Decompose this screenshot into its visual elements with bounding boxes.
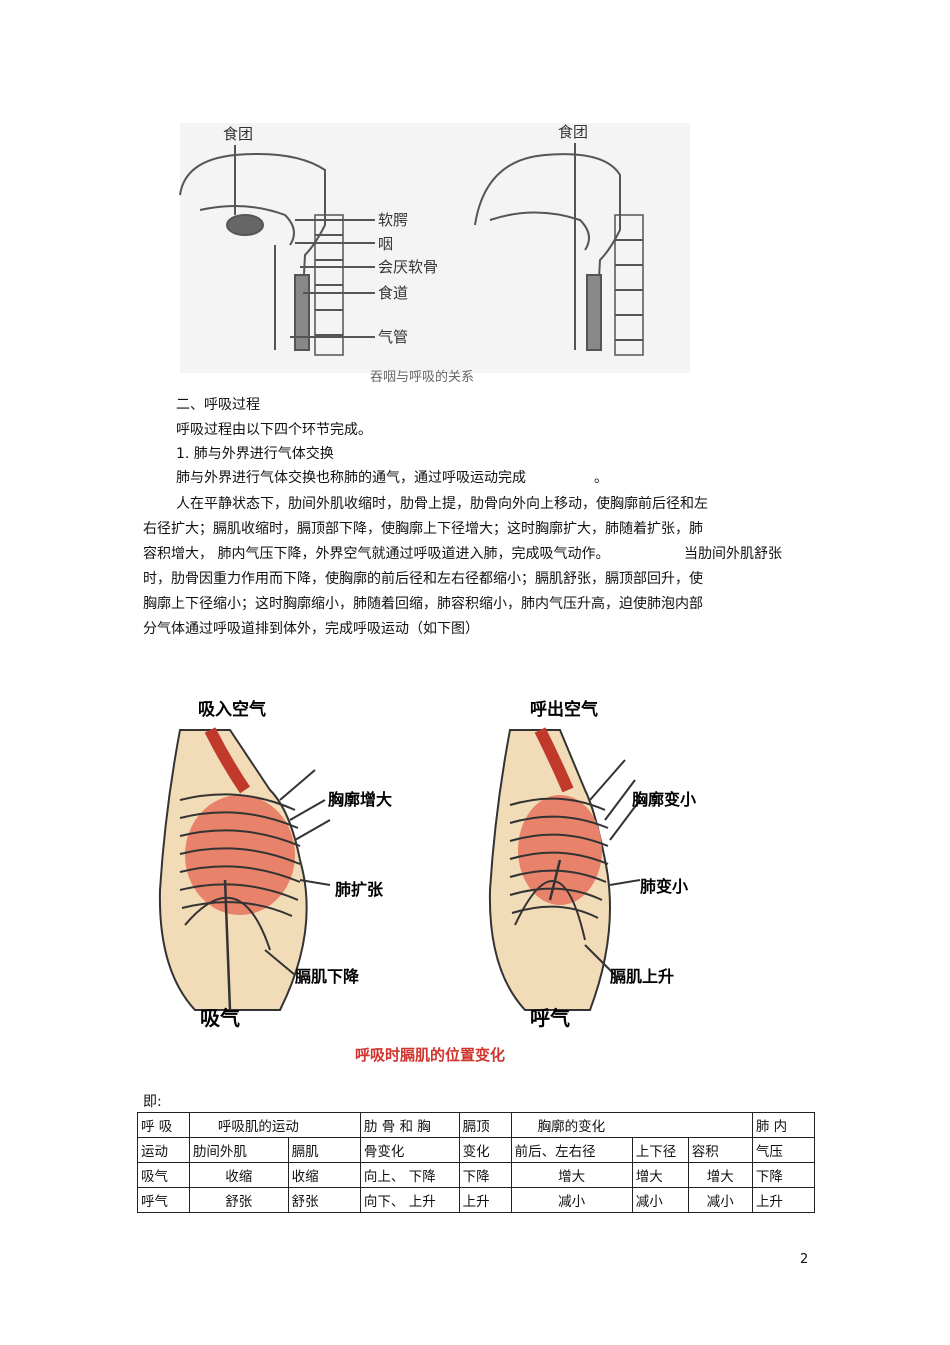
table-cell: 收缩	[287, 1162, 361, 1188]
inhale-chest-label: 胸廓增大	[328, 790, 392, 809]
exhale-top-label: 呼出空气	[530, 699, 598, 720]
intro-text: 呼吸过程由以下四个环节完成。	[176, 422, 372, 438]
table-cell: 收缩	[188, 1162, 289, 1188]
header-cell: 膈肌	[287, 1137, 361, 1163]
inhale-diagram: 吸入空气 胸廓增大 肺扩张 膈肌下降 吸气	[158, 699, 392, 1030]
right-head-diagram	[474, 143, 644, 356]
figure2-caption: 呼吸时膈肌的位置变化	[355, 1046, 505, 1064]
header-cell: 呼 吸	[137, 1112, 190, 1138]
table-cell: 增大	[631, 1162, 689, 1188]
header-cell: 胸廓的变化	[510, 1112, 753, 1138]
header-cell: 运动	[137, 1137, 190, 1163]
exhale-chest-label: 胸廓变小	[632, 790, 696, 809]
inhale-diaphragm-label: 膈肌下降	[295, 967, 360, 986]
exhale-bottom-label: 呼气	[530, 1006, 570, 1030]
table-cell: 减小	[687, 1187, 753, 1213]
table-cell: 增大	[687, 1162, 753, 1188]
para2-line-4: 时，肋骨因重力作用而下降，使胸廓的前后径和左右径都缩小；膈肌舒张，膈顶部回升，使	[143, 571, 703, 587]
table-cell: 增大	[510, 1162, 633, 1188]
header-cell: 骨变化	[359, 1137, 460, 1163]
header-cell: 呼吸肌的运动	[188, 1112, 361, 1138]
table-header-row-1: 呼 吸 呼吸肌的运动 肋 骨 和 胸 膈顶 胸廓的变化 肺 内	[137, 1112, 816, 1138]
header-cell: 上下径	[631, 1137, 689, 1163]
para2-line-6: 分气体通过呼吸道排到体外，完成呼吸运动（如下图）	[143, 621, 479, 637]
label-soft-palate: 软腭	[378, 211, 408, 229]
label-esophagus: 食道	[378, 284, 408, 302]
section-heading: 二、呼吸过程	[176, 397, 260, 413]
para2-line-3-tail: 当肋间外肌舒张	[684, 546, 782, 562]
figure1-caption: 吞咽与呼吸的关系	[370, 369, 474, 385]
label-food-right: 食团	[558, 123, 588, 141]
inhale-bottom-label: 吸气	[200, 1006, 240, 1030]
header-cell: 容积	[687, 1137, 753, 1163]
table-header-row-2: 运动 肋间外肌 膈肌 骨变化 变化 前后、左右径 上下径 容积 气压	[137, 1137, 816, 1163]
table-cell: 下降	[458, 1162, 512, 1188]
swallow-breathing-figure: 食团 软腭 咽 会厌软骨 食道 气管 食团 吞咽与呼吸的关系	[179, 123, 690, 385]
header-cell: 肋 骨 和 胸	[359, 1112, 460, 1138]
paragraph-1-end: 。	[594, 470, 608, 486]
table-cell: 向下、 上升	[359, 1187, 460, 1213]
para2-line-3: 容积增大， 肺内气压下降，外界空气就通过呼吸道进入肺，完成吸气动作。	[143, 546, 610, 562]
page-number: 2	[800, 1252, 809, 1267]
table-cell: 减小	[510, 1187, 633, 1213]
header-cell: 前后、左右径	[510, 1137, 633, 1163]
header-cell: 肺 内	[751, 1112, 816, 1138]
label-epiglottis: 会厌软骨	[378, 258, 438, 276]
para2-line-1: 人在平静状态下，肋间外肌收缩时，肋骨上提，肋骨向外向上移动，使胸廓前后径和左	[176, 496, 708, 512]
table-cell: 向上、 下降	[359, 1162, 460, 1188]
table-cell: 呼气	[137, 1187, 190, 1213]
exhale-lung-label: 肺变小	[640, 877, 688, 896]
table-cell: 吸气	[137, 1162, 190, 1188]
label-food-left: 食团	[223, 125, 253, 143]
inhale-top-label: 吸入空气	[198, 699, 266, 720]
breathing-diaphragm-figure: 吸入空气 胸廓增大 肺扩张 膈肌下降 吸气 呼出空气 胸廓变小 肺变小 膈肌上升…	[158, 699, 696, 1064]
label-pharynx: 咽	[378, 235, 393, 253]
table-cell: 舒张	[188, 1187, 289, 1213]
paragraph-1: 肺与外界进行气体交换也称肺的通气，通过呼吸运动完成	[176, 470, 526, 486]
label-trachea: 气管	[378, 328, 408, 346]
table-cell: 舒张	[287, 1187, 361, 1213]
header-cell: 肋间外肌	[188, 1137, 289, 1163]
breathing-table: 呼 吸 呼吸肌的运动 肋 骨 和 胸 膈顶 胸廓的变化 肺 内 运动 肋间外肌 …	[137, 1112, 816, 1213]
inhale-lung-label: 肺扩张	[335, 880, 384, 899]
header-cell: 膈顶	[458, 1112, 512, 1138]
sub-heading: 1. 肺与外界进行气体交换	[176, 446, 334, 462]
table-row: 吸气 收缩 收缩 向上、 下降 下降 增大 增大 增大 下降	[137, 1162, 816, 1188]
para2-line-5: 胸廓上下径缩小；这时胸廓缩小，肺随着回缩，肺容积缩小，肺内气压升高，迫使肺泡内部	[143, 596, 703, 612]
para2-line-2: 右径扩大；膈肌收缩时，膈顶部下降，使胸廓上下径增大；这时胸廓扩大，肺随着扩张，肺	[143, 521, 703, 537]
left-head-diagram	[179, 145, 375, 356]
table-row: 呼气 舒张 舒张 向下、 上升 上升 减小 减小 减小 上升	[137, 1187, 816, 1213]
exhale-diagram: 呼出空气 胸廓变小 肺变小 膈肌上升 呼气	[488, 699, 696, 1030]
table-cell: 减小	[631, 1187, 689, 1213]
ji-label: 即:	[143, 1094, 162, 1110]
exhale-diaphragm-label: 膈肌上升	[610, 967, 674, 986]
header-cell: 气压	[751, 1137, 816, 1163]
table-cell: 上升	[458, 1187, 512, 1213]
header-cell: 变化	[458, 1137, 512, 1163]
table-cell: 上升	[751, 1187, 816, 1213]
table-cell: 下降	[751, 1162, 816, 1188]
